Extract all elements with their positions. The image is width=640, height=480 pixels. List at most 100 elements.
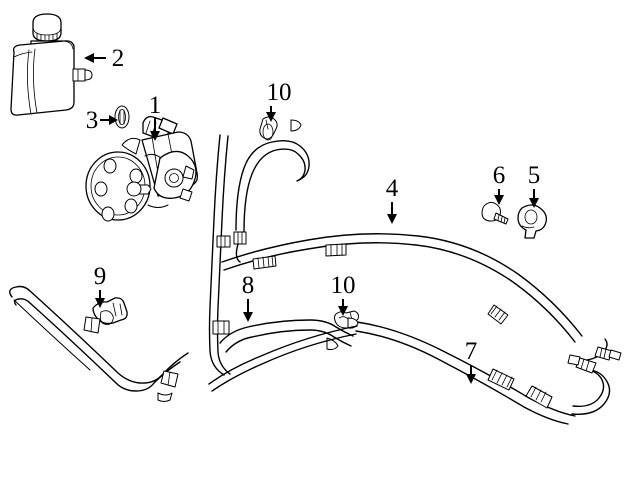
line7-lower-edge [355,330,569,425]
line7-upper-edge [356,321,576,417]
callout-9-number: 9 [94,263,107,290]
callout-4-arrowhead [387,214,397,224]
cap-rim [32,26,62,36]
line8-branch-lower [225,329,352,353]
callout-9: 9 [94,263,107,308]
line4-arc-upper [221,233,583,337]
clamp-u-loop [262,123,274,141]
callout-2-number: 2 [112,45,125,72]
bracket-detail [521,225,535,229]
pump-boss-inner [169,173,179,183]
bracket-mounting-bolt [481,201,509,225]
line4-ferrule-2 [325,243,347,257]
o-ring-seal [114,105,130,129]
hose-clamp-upper [259,116,278,141]
fluid-reservoir [10,13,93,116]
cooler-tube-center [13,299,91,371]
callout-3: 3 [86,107,118,134]
line7-left-run-upper [208,325,358,385]
clip-ribs [112,302,123,317]
line8-vertical-left [208,134,225,376]
reservoir-corner [63,40,74,50]
callout-7-arrowhead [466,374,476,384]
reservoir-body [10,40,75,116]
pulley-hole-1 [103,158,117,174]
callout-10a-number: 10 [267,79,292,106]
callout-4-number: 4 [386,175,399,202]
callout-7: 7 [465,338,478,384]
line7-ferrule-b [525,385,553,409]
line7-ferrule-b-rings [530,386,547,403]
callout-3-number: 3 [86,107,99,134]
line7-end-bend-outer [572,369,605,408]
pulley-hole-4 [124,198,138,214]
line8-clip-mid [212,320,230,335]
bracket-body [517,204,548,239]
power-steering-pump [85,115,198,222]
reservoir-rib-b [33,48,38,114]
reservoir-top-edge [13,51,33,58]
pump-lug-a [182,165,195,180]
line4-hook-outer [235,139,310,231]
oil-cooler-loop [9,285,189,402]
line4-ferrule-top-rings [237,231,243,245]
pulley-hole-5 [101,206,115,222]
callout-7-number: 7 [465,338,478,365]
callout-1-number: 1 [149,92,162,119]
line4-ferrule-1-rings [257,255,274,269]
callout-6: 6 [493,162,506,205]
callout-9-arrowhead [95,298,105,308]
callout-6-number: 6 [493,162,506,189]
pulley-hole-3 [94,181,108,197]
callout-5-arrowhead [529,198,539,208]
line7-left-run-lower [211,333,357,392]
callout-4: 4 [386,175,399,224]
o-ring-inner [118,109,126,125]
callout-8-arrowhead [243,312,253,322]
line7-end-tip [567,354,581,366]
cooler-tube-inner [13,298,181,392]
hose-mounting-bracket [517,204,548,239]
callout-1: 1 [149,92,162,141]
pulley-hole-2 [129,168,143,184]
o-ring-hatch [119,109,125,125]
reservoir-rib-a [27,49,32,115]
cap-knurl [36,33,58,43]
line4-end-nut [594,346,613,361]
bracket-hole [524,209,538,225]
callout-10b-arrowhead [338,306,348,316]
line8-ferrule-a-rings [220,235,226,248]
reservoir-outlet-nipple [72,68,86,82]
callout-6-arrowhead [494,195,504,205]
line7-end-nut-rings [580,358,590,372]
callout-5: 5 [528,162,541,208]
callout-10b-number: 10 [331,272,356,299]
cooler-clip-bend [160,370,179,388]
callout-10a-arrowhead [266,112,276,122]
line4-drop [235,243,241,263]
clip-spiral [100,310,114,326]
cooler-clip-left [83,316,101,334]
line8-clip-mid-lines [217,320,225,335]
callout-10-upper: 10 [266,79,292,122]
clamp-u-tab [265,119,269,130]
callout-3-arrowhead [109,115,118,125]
cooler-clip-bend-line [167,371,171,386]
line4-ferrule-3-rings [490,305,506,321]
line4-hook-tip [290,119,302,132]
line4-hook-inner [243,148,306,233]
callout-8-number: 8 [242,272,255,299]
line7-ferrule-a-rings [491,369,513,388]
line4-ferrule-top [233,231,247,245]
pump-mount-ear [121,137,141,155]
line7-end-bend-inner [571,369,611,415]
callout-5-number: 5 [528,162,541,189]
pump-lug-b [179,188,193,202]
outlet-nipple-tip [84,69,93,81]
suction-hose-line [208,134,354,376]
cooler-end-cap [157,392,173,402]
callout-layer: 1 2 3 4 5 6 [84,45,540,384]
pump-seam [144,153,162,159]
